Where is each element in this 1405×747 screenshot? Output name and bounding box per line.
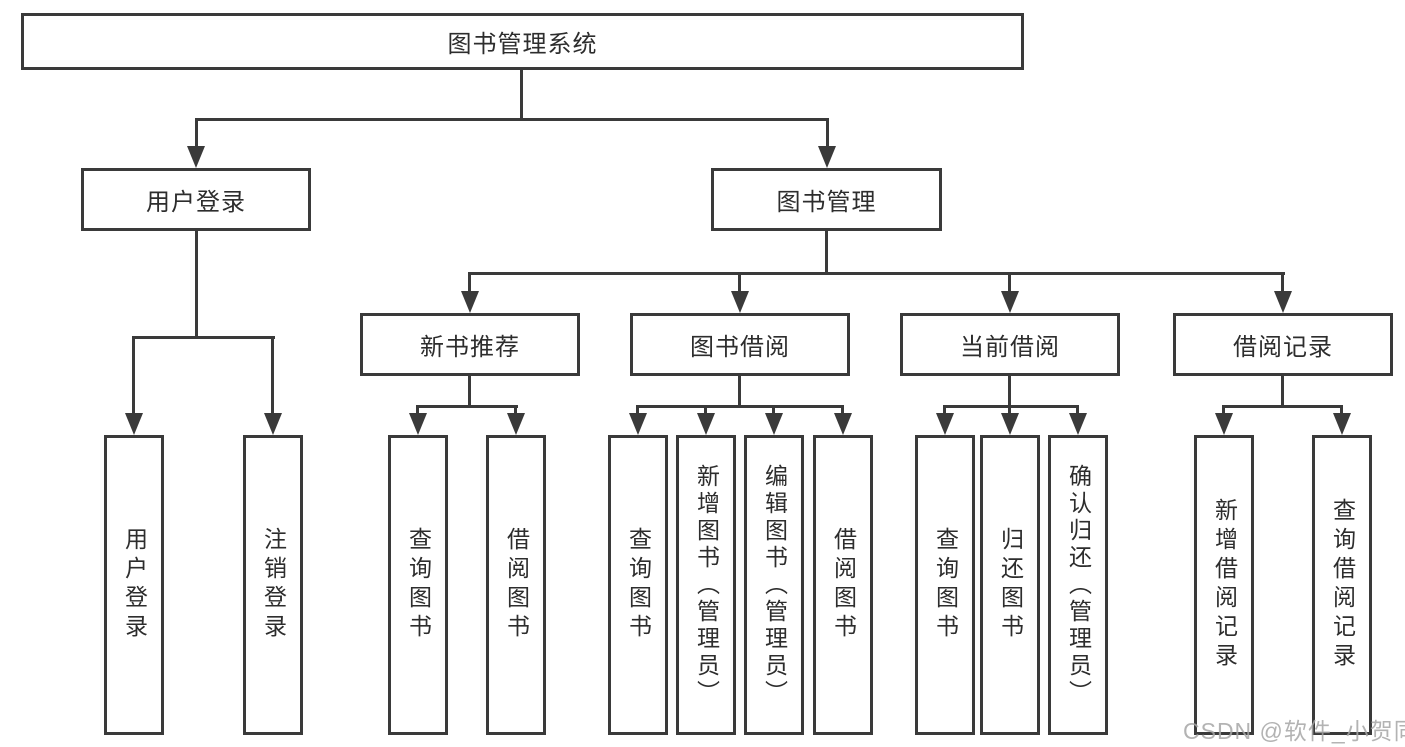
arrow-head — [818, 146, 836, 168]
connector-line — [1281, 272, 1284, 294]
node-book-borrowing: 图书借阅 — [630, 313, 850, 376]
leaf-records-query-record: 查询借阅记录 — [1312, 435, 1372, 735]
node-borrowing-records: 借阅记录 — [1173, 313, 1393, 376]
leaf-records-add-record-label: 新增借阅记录 — [1211, 498, 1238, 672]
arrow-head — [1069, 413, 1087, 435]
arrow-head — [629, 413, 647, 435]
leaf-borrowing-borrow-books-label: 借阅图书 — [830, 527, 857, 643]
arrow-head — [187, 146, 205, 168]
leaf-borrowing-borrow-books: 借阅图书 — [813, 435, 873, 735]
connector-line — [943, 405, 1079, 408]
leaf-borrowing-query-books: 查询图书 — [608, 435, 668, 735]
leaf-recommend-borrow-books-label: 借阅图书 — [503, 527, 530, 643]
node-new-book-recommend-label: 新书推荐 — [420, 334, 520, 361]
node-borrowing-records-label: 借阅记录 — [1233, 334, 1333, 361]
leaf-borrowing-query-books-label: 查询图书 — [625, 527, 652, 643]
connector-line — [704, 405, 707, 415]
connector-line — [826, 118, 829, 146]
leaf-recommend-query-books: 查询图书 — [388, 435, 448, 735]
connector-line — [468, 376, 471, 408]
connector-line — [1076, 405, 1079, 415]
connector-line — [195, 118, 198, 146]
arrow-head — [409, 413, 427, 435]
leaf-current-return-books-label: 归还图书 — [997, 527, 1024, 643]
connector-line — [772, 405, 775, 415]
node-current-borrowing-label: 当前借阅 — [960, 334, 1060, 361]
node-user-login-label: 用户登录 — [146, 189, 246, 216]
leaf-records-query-record-label: 查询借阅记录 — [1329, 498, 1356, 672]
connector-line — [1281, 376, 1284, 408]
connector-line — [132, 336, 135, 413]
arrow-head — [125, 413, 143, 435]
leaf-user-login: 用户登录 — [104, 435, 164, 735]
leaf-records-add-record: 新增借阅记录 — [1194, 435, 1254, 735]
connector-line — [520, 69, 523, 120]
arrow-head — [731, 291, 749, 313]
connector-line — [416, 405, 518, 408]
leaf-borrowing-add-books-admin: 新增图书（管理员） — [676, 435, 736, 735]
connector-line — [1222, 405, 1225, 415]
leaf-recommend-query-books-label: 查询图书 — [405, 527, 432, 643]
node-library-system: 图书管理系统 — [21, 13, 1024, 70]
arrow-head — [765, 413, 783, 435]
node-book-management: 图书管理 — [711, 168, 942, 231]
leaf-current-confirm-return-admin-label: 确认归还（管理员） — [1065, 463, 1092, 707]
connector-line — [514, 405, 517, 415]
connector-line — [468, 272, 471, 294]
node-user-login: 用户登录 — [81, 168, 311, 231]
arrow-head — [1001, 291, 1019, 313]
leaf-current-query-books: 查询图书 — [915, 435, 975, 735]
leaf-borrowing-add-books-admin-label: 新增图书（管理员） — [693, 463, 720, 707]
arrow-head — [1333, 413, 1351, 435]
connector-line — [469, 272, 1285, 275]
arrow-head — [1274, 291, 1292, 313]
arrow-head — [264, 413, 282, 435]
leaf-current-confirm-return-admin: 确认归还（管理员） — [1048, 435, 1108, 735]
connector-line — [1008, 272, 1011, 294]
connector-line — [416, 405, 419, 415]
node-book-borrowing-label: 图书借阅 — [690, 334, 790, 361]
connector-line — [1008, 376, 1011, 408]
connector-line — [738, 376, 741, 408]
node-library-system-label: 图书管理系统 — [447, 31, 598, 58]
arrow-head — [834, 413, 852, 435]
leaf-borrowing-edit-books-admin: 编辑图书（管理员） — [744, 435, 804, 735]
watermark-text: CSDN @软件_小贺同学 — [1183, 718, 1405, 744]
leaf-logout-label: 注销登录 — [260, 527, 287, 643]
connector-line — [1340, 405, 1343, 415]
leaf-borrowing-edit-books-admin-label: 编辑图书（管理员） — [761, 463, 788, 707]
node-current-borrowing: 当前借阅 — [900, 313, 1120, 376]
leaf-recommend-borrow-books: 借阅图书 — [486, 435, 546, 735]
connector-line — [195, 231, 198, 339]
connector-line — [132, 336, 275, 339]
connector-line — [271, 336, 274, 413]
leaf-user-login-label: 用户登录 — [121, 527, 148, 643]
connector-line — [636, 405, 844, 408]
arrow-head — [461, 291, 479, 313]
connector-line — [738, 272, 741, 294]
connector-line — [1008, 405, 1011, 415]
arrow-head — [507, 413, 525, 435]
arrow-head — [1215, 413, 1233, 435]
connector-line — [195, 118, 829, 121]
connector-line — [943, 405, 946, 415]
arrow-head — [1001, 413, 1019, 435]
leaf-current-query-books-label: 查询图书 — [932, 527, 959, 643]
connector-line — [841, 405, 844, 415]
arrow-head — [697, 413, 715, 435]
leaf-logout: 注销登录 — [243, 435, 303, 735]
node-book-management-label: 图书管理 — [776, 189, 877, 216]
arrow-head — [936, 413, 954, 435]
node-new-book-recommend: 新书推荐 — [360, 313, 580, 376]
connector-line — [1222, 405, 1343, 408]
leaf-current-return-books: 归还图书 — [980, 435, 1040, 735]
connector-line — [636, 405, 639, 415]
connector-line — [825, 231, 828, 275]
